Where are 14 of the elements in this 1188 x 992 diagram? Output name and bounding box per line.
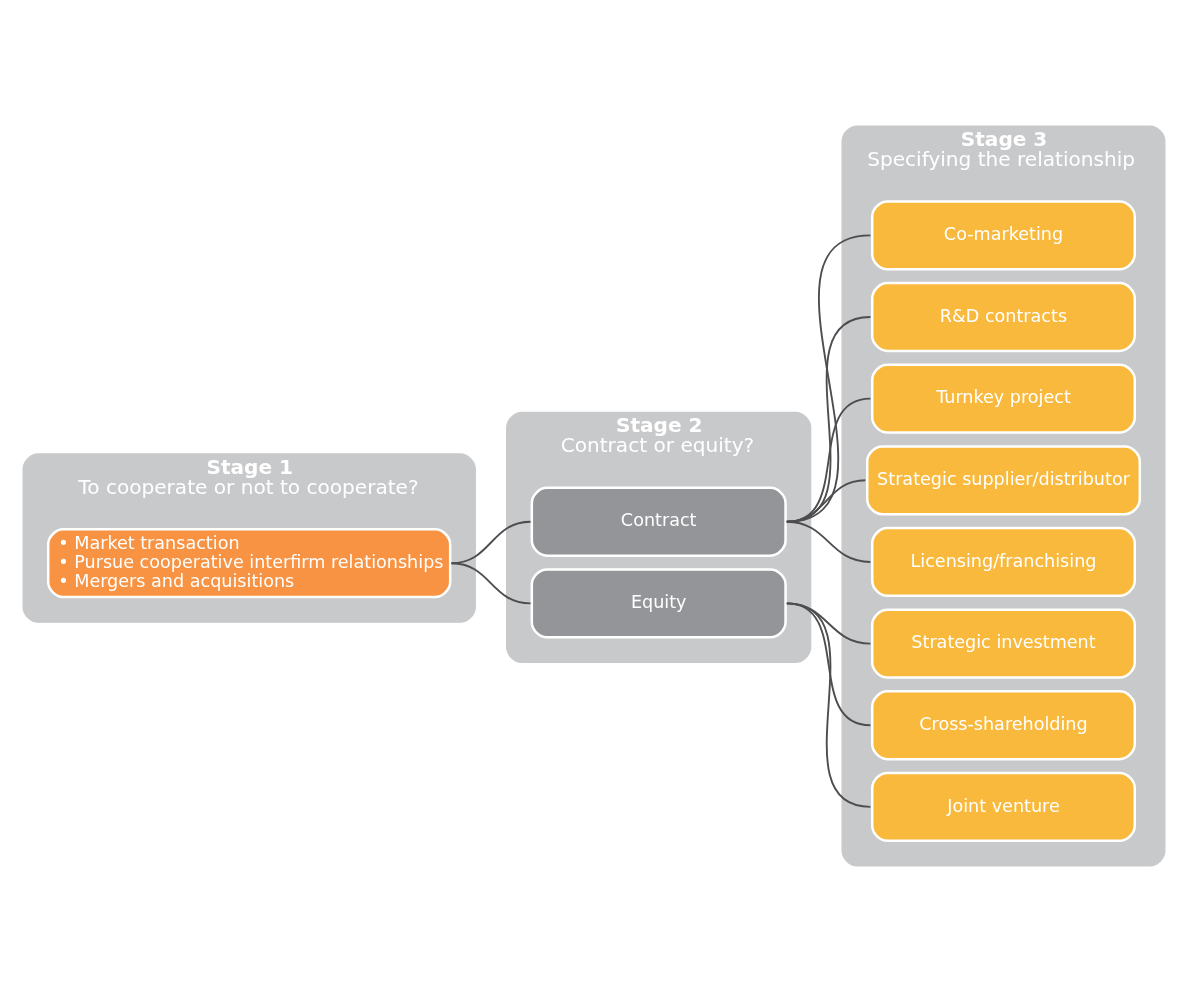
node-box: Equity [530,568,787,639]
node-box: • Market transaction • Pursue cooperative interfirm relationships • Mergers and acquisitions [46,528,452,599]
node-box: Strategic supplier/distributor [865,445,1142,516]
connector [785,602,872,808]
node-box: Cross-shareholding [870,690,1136,761]
node-box: R&D contracts [870,281,1136,353]
node-box: Turnkey project [870,363,1136,434]
node-box: Co-marketing [870,200,1136,271]
connector [450,562,532,605]
connector [785,520,872,563]
node-box: Strategic investment [870,608,1136,679]
node-box: Contract [530,486,787,557]
node-box: Licensing/franchising [870,526,1136,598]
node-box: Joint venture [870,771,1136,843]
